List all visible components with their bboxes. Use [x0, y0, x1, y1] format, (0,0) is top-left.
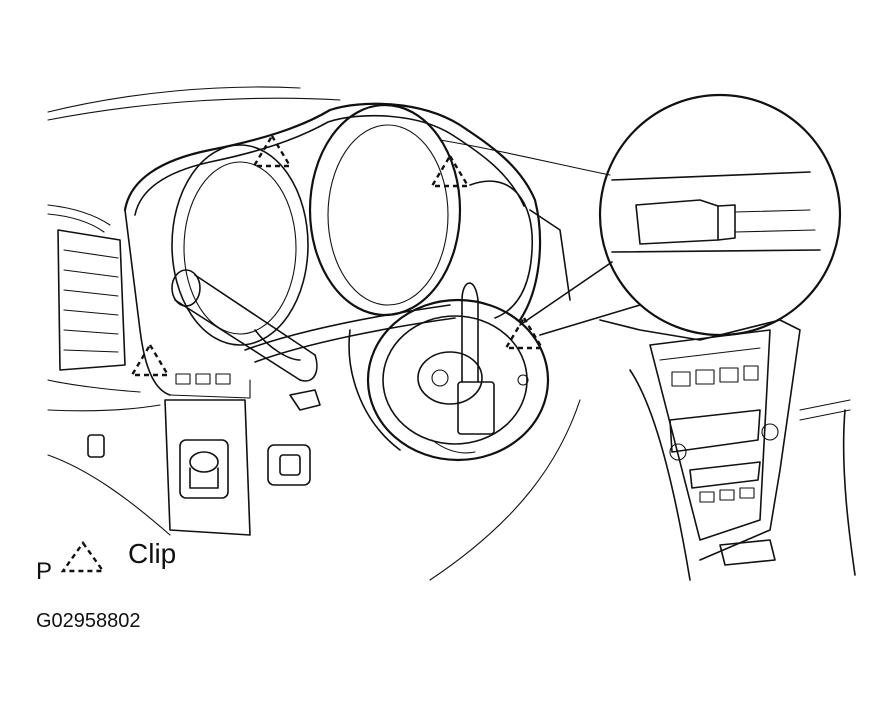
legend-prefix: P	[36, 558, 53, 585]
left-air-vent	[57, 229, 126, 371]
combination-switch-lever	[171, 269, 318, 382]
lower-left-panels	[87, 399, 311, 536]
spiral-cable	[366, 282, 550, 462]
dashboard-outline	[47, 86, 611, 581]
center-console	[529, 209, 856, 581]
clip-marker-icon	[251, 133, 293, 168]
clip-marker-icon	[60, 540, 106, 573]
clip-detail-callout	[519, 93, 842, 337]
figure-code: G02958802	[36, 610, 141, 632]
steering-column-cover	[244, 304, 456, 451]
legend-label: Clip	[128, 538, 177, 569]
